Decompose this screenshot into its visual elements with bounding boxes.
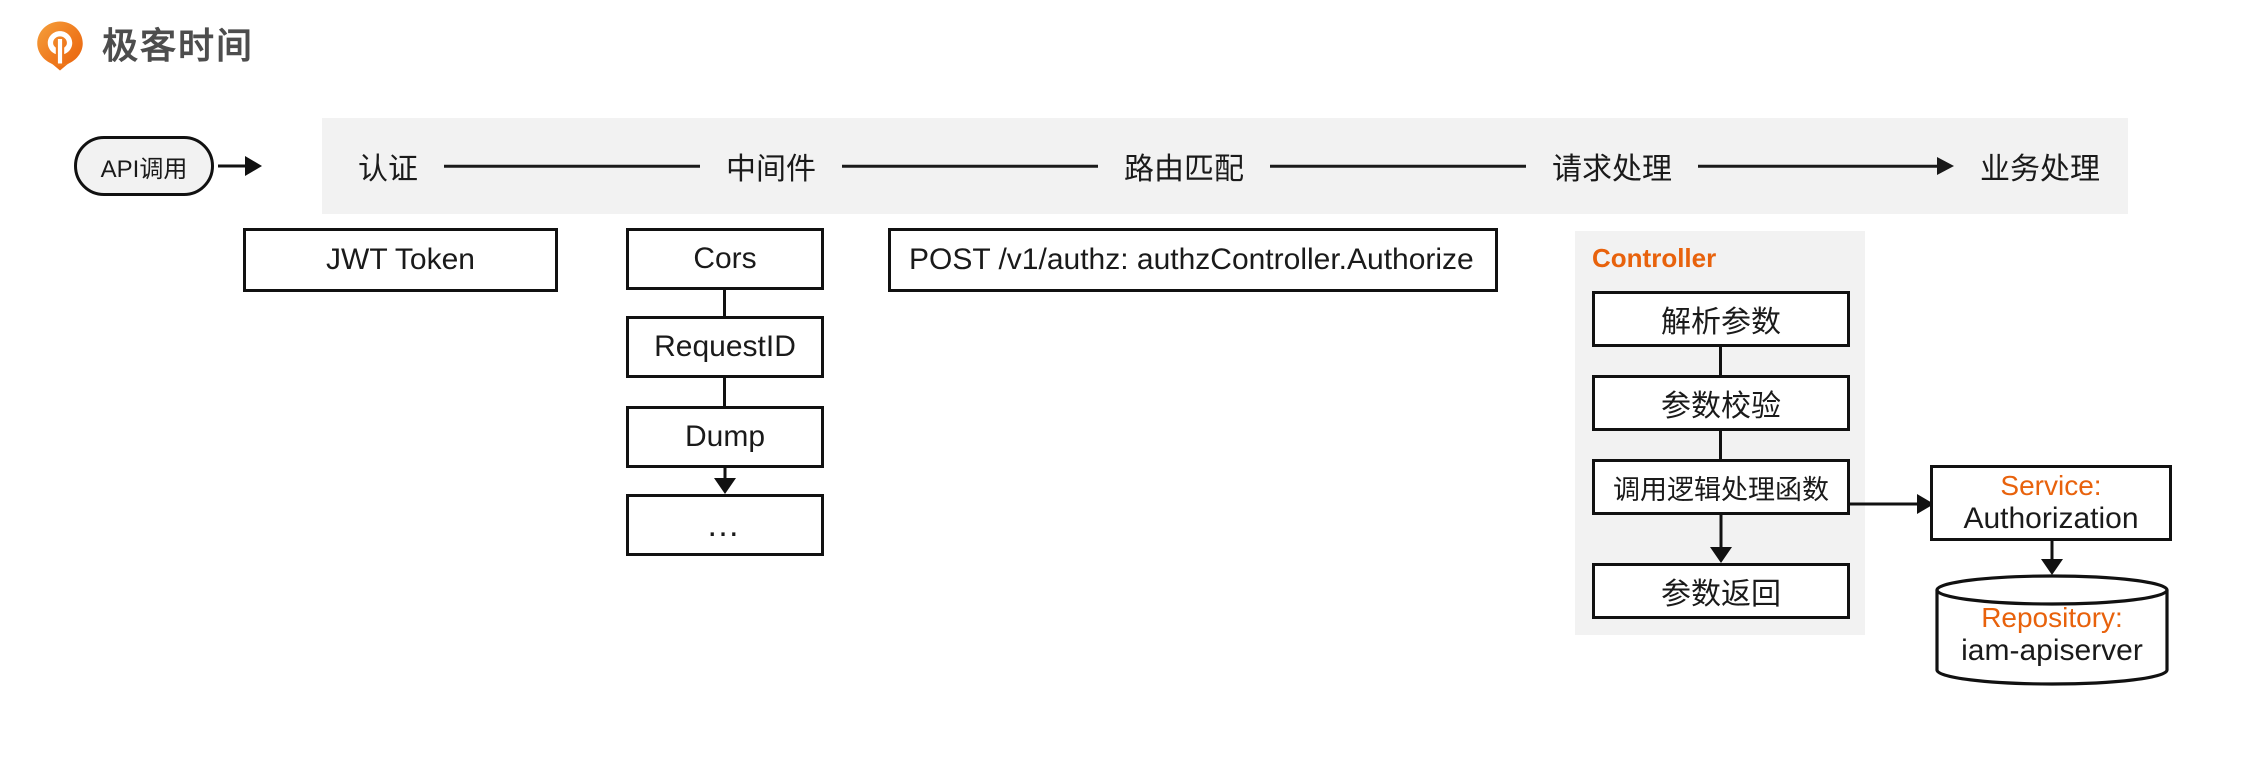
controller-title: Controller: [1592, 243, 1717, 273]
route-handler-box: POST /v1/authz: authzController.Authoriz…: [888, 228, 1498, 292]
repository-arrow-down-icon: [2039, 541, 2065, 575]
middleware-box-cors: Cors: [626, 228, 824, 290]
jwt-token-box: JWT Token: [243, 228, 558, 292]
controller-step-validate-params: 参数校验: [1592, 375, 1850, 431]
service-arrow-right-icon: [1850, 494, 1934, 514]
controller-step-return-params: 参数返回: [1592, 563, 1850, 619]
middleware-box-requestid: RequestID: [626, 316, 824, 378]
middleware-box-dump: Dump: [626, 406, 824, 468]
service-name-label: Authorization: [1963, 501, 2139, 535]
pipeline-stages: 认证 中间件 路由匹配 请求处理 业务处理: [322, 118, 2128, 214]
pipeline-stage-request-handling: 请求处理: [1552, 153, 1672, 186]
controller-step-invoke-logic: 调用逻辑处理函数: [1592, 459, 1850, 515]
controller-step-parse-params: 解析参数: [1592, 291, 1850, 347]
repository-accent-label: Repository:: [1981, 602, 2123, 633]
brand-header: 极客时间: [32, 18, 254, 74]
middleware-link-2: [723, 378, 726, 406]
controller-link-2: [1719, 431, 1722, 459]
middleware-arrow-down-icon: [712, 468, 738, 494]
pipeline-connector-3: [1270, 155, 1526, 177]
service-accent-label: Service:: [2000, 469, 2102, 501]
pipeline-stage-middleware: 中间件: [726, 153, 816, 186]
api-call-pill: API调用: [74, 136, 214, 196]
cylinder-shape-icon: [1935, 574, 2169, 686]
middleware-link-1: [723, 290, 726, 316]
middleware-box-ellipsis: …: [626, 494, 824, 556]
pipeline-stage-route-match: 路由匹配: [1124, 153, 1244, 186]
controller-link-1: [1719, 347, 1722, 375]
controller-arrow-down-icon: [1708, 515, 1734, 563]
brand-name: 极客时间: [102, 25, 255, 66]
arrow-right-icon: [218, 156, 262, 176]
api-entry-group: API调用: [74, 136, 262, 196]
pipeline-stage-auth: 认证: [358, 153, 418, 186]
repository-name-label: iam-apiserver: [1961, 634, 2143, 668]
pipeline-connector-2: [842, 155, 1098, 177]
geektime-logo-icon: [37, 21, 83, 71]
pipeline-connector-4-arrow-icon: [1698, 155, 1954, 177]
pipeline-connector-1: [444, 155, 700, 177]
pipeline-stage-business-handling: 业务处理: [1980, 153, 2100, 186]
service-box: Service: Authorization: [1930, 465, 2172, 541]
repository-cylinder: Repository: iam-apiserver: [1933, 572, 2171, 688]
